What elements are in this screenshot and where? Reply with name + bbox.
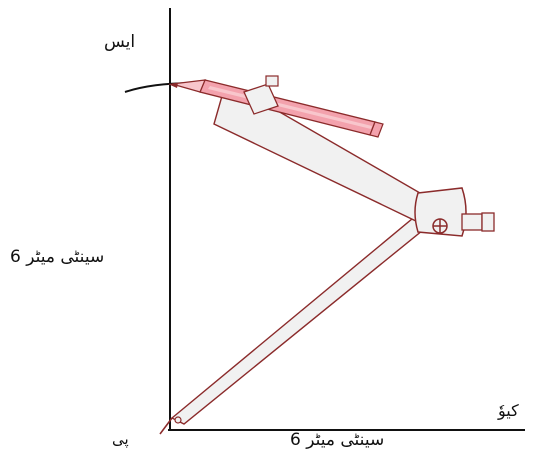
crosshair-circle-icon	[432, 218, 448, 234]
point-p-label: پی	[112, 430, 129, 448]
horizontal-length-label: 6 سینٹی میٹر	[290, 430, 385, 450]
point-q-label: کیوٗ	[498, 401, 519, 420]
vertical-length-label: 6 سینٹی میٹر	[10, 247, 105, 267]
compass-head	[414, 187, 495, 237]
compass-needle-leg	[159, 213, 429, 435]
pencil-clamp	[243, 75, 279, 115]
point-s-label: ایس	[104, 32, 136, 52]
